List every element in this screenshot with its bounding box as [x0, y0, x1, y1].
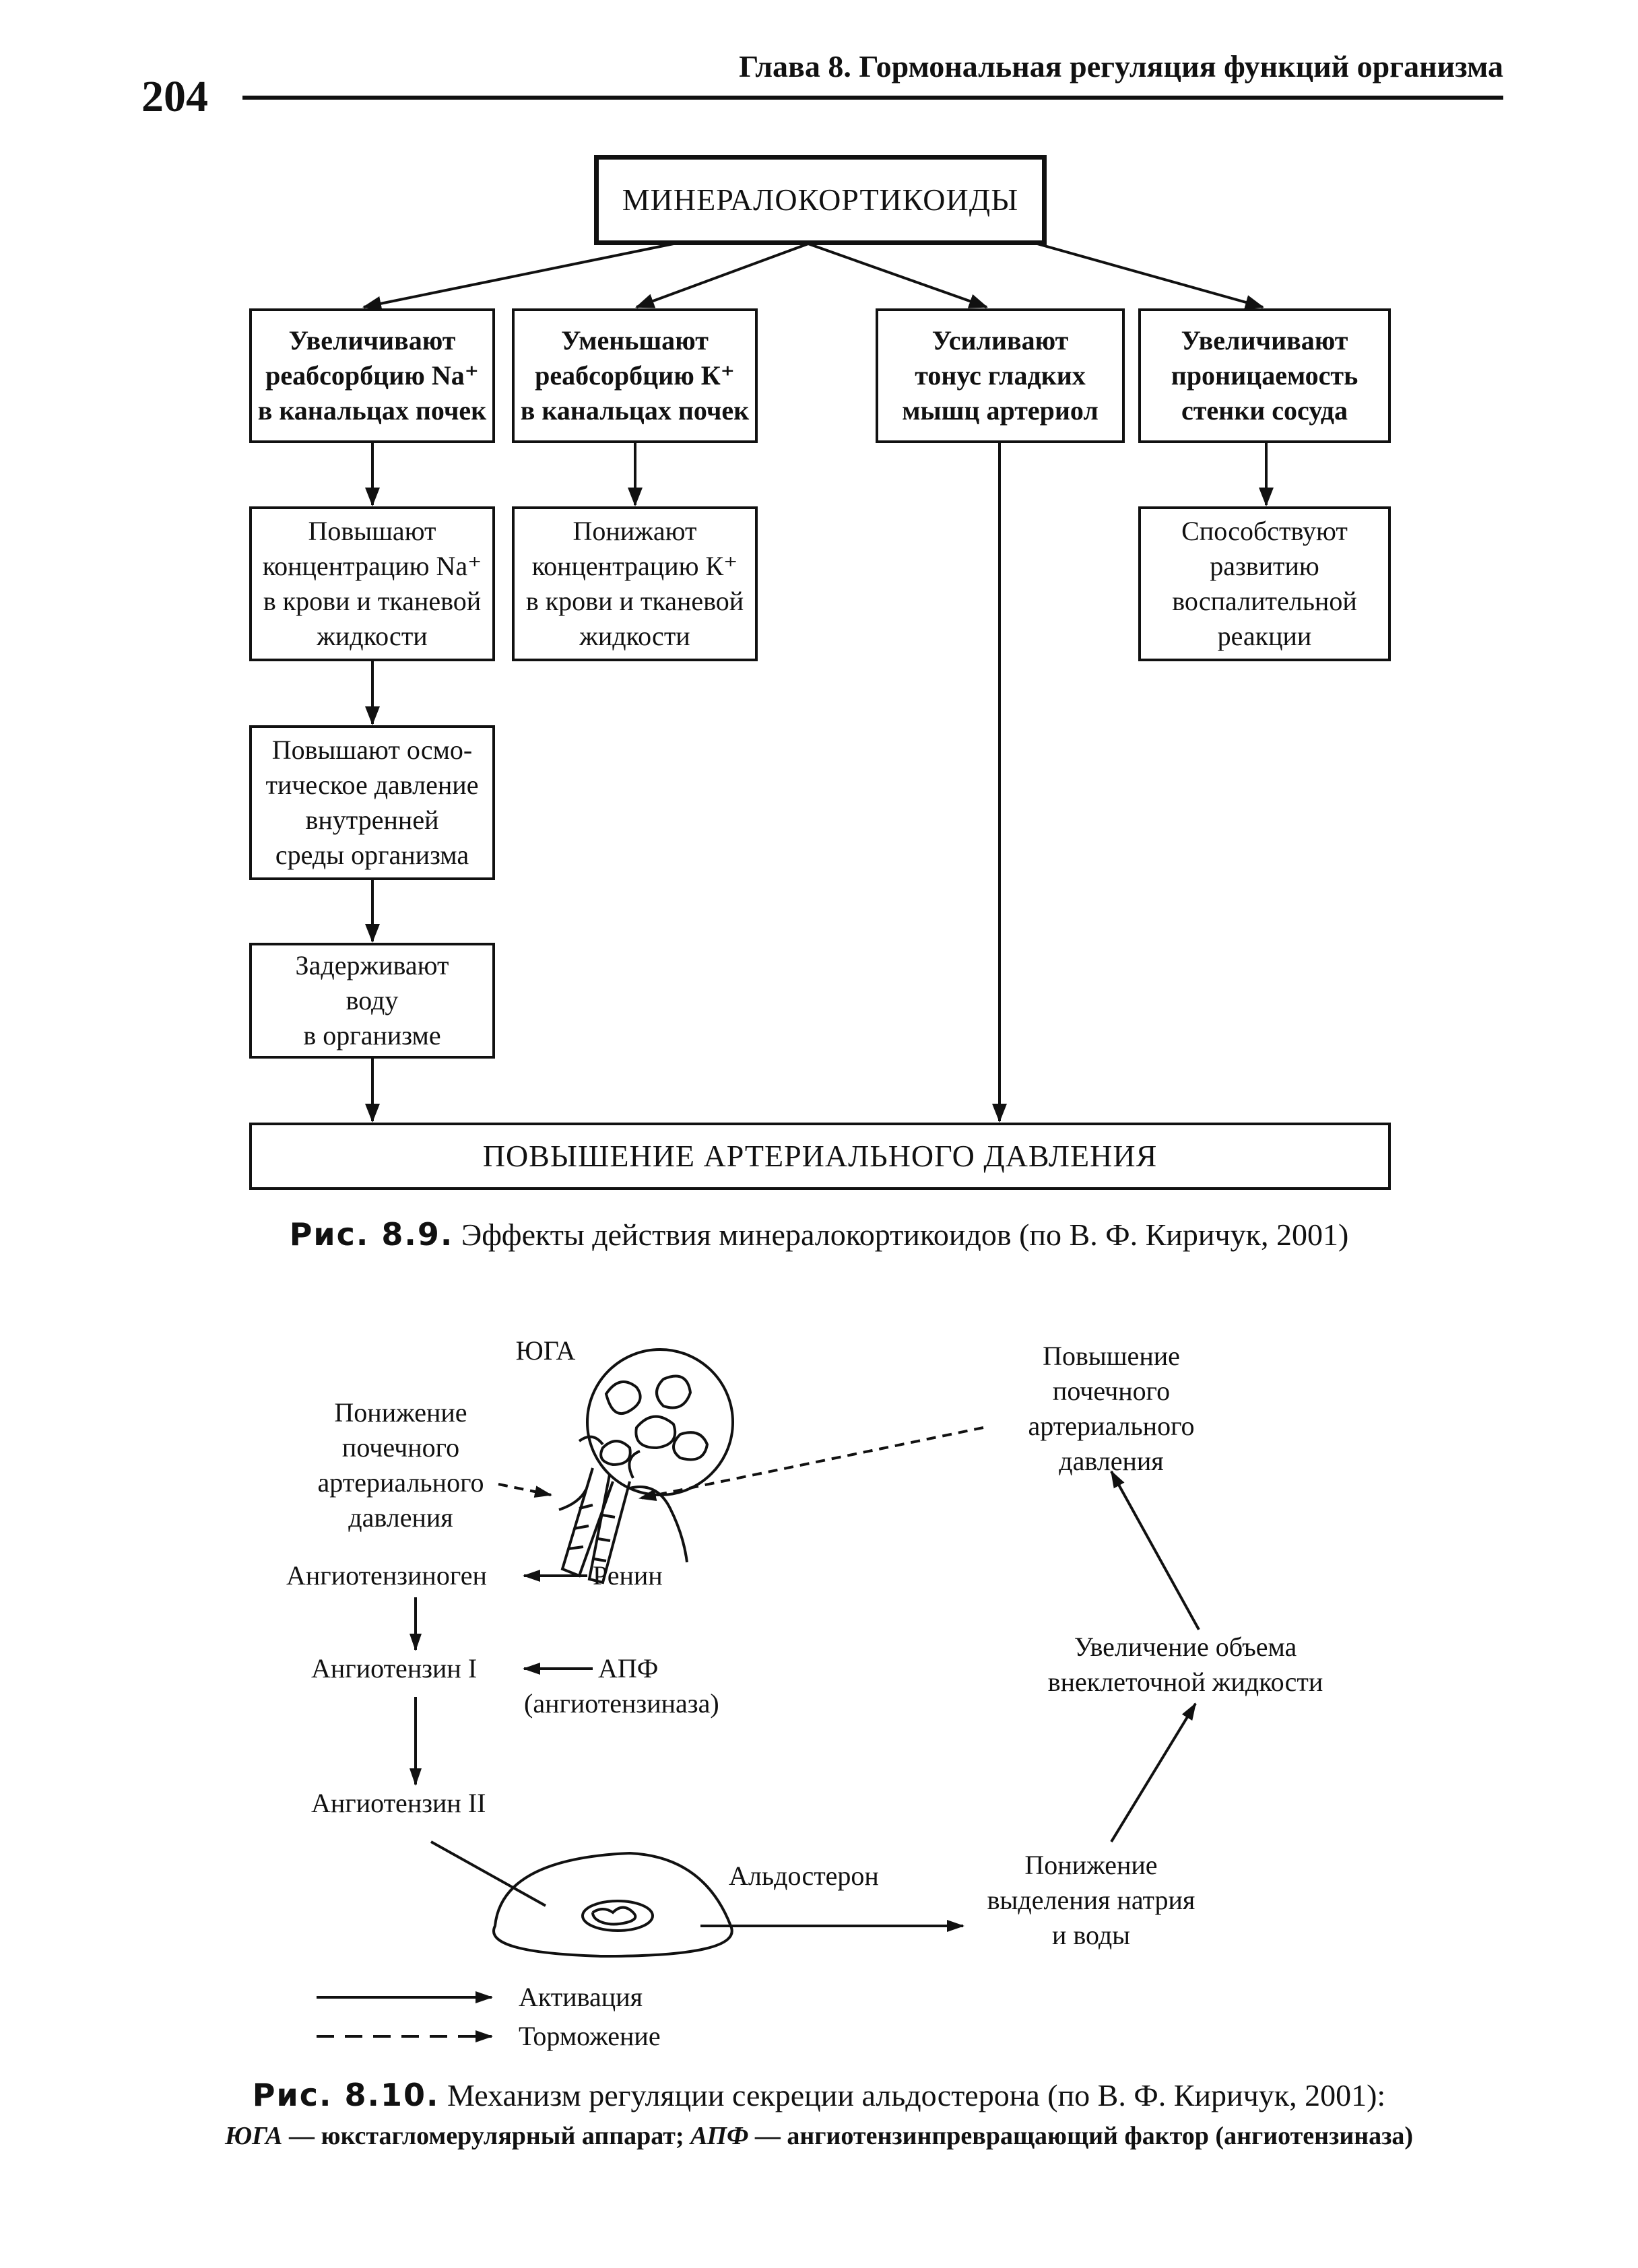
box-water-retention: Задерживают воду в организме: [249, 943, 495, 1059]
abbr-apf-text: — ангиотензинпревращающий фактор (ангиот…: [748, 2122, 1414, 2150]
effect-box-k-reabsorption: Уменьшают реабсорбцию К⁺ в канальцах поч…: [512, 308, 758, 443]
figure-8-10-caption-text: Механизм регуляции секреции альдостерона…: [439, 2078, 1386, 2112]
abbr-yuga: ЮГА: [224, 2122, 283, 2150]
ecf-volume-label: Увеличение объема внеклеточной жидкости: [1047, 1632, 1323, 1697]
apf-full-label: (ангиотензиназа): [524, 1688, 719, 1719]
apf-label: АПФ: [598, 1653, 659, 1683]
effect-box-na-reabsorption: Увеличивают реабсорбцию Na⁺ в канальцах …: [249, 308, 495, 443]
juxtaglomerular-apparatus-illustration: [558, 1348, 734, 1585]
running-title: Глава 8. Гормональная регуляция функций …: [739, 49, 1503, 84]
renal-pressure-high-label: Повышение почечного артериального давлен…: [1028, 1341, 1195, 1476]
angiotensin-1-label: Ангиотензин I: [311, 1653, 478, 1683]
legend-activation-label: Активация: [519, 1982, 643, 2012]
header-rule: [242, 96, 1503, 100]
figure-8-9-caption-text: Эффекты действия минералокортикоидов (по…: [453, 1218, 1349, 1252]
figure-8-10-abbreviations: ЮГА — юкстагломерулярный аппарат; АПФ — …: [0, 2121, 1638, 2151]
page-number: 204: [141, 72, 208, 121]
renal-pressure-low-label: Понижение почечного артериального давлен…: [317, 1397, 484, 1533]
box-inflammation: Способствуют развитию воспалительной реа…: [1138, 506, 1391, 661]
abbr-apf: АПФ: [690, 2122, 749, 2150]
aldosterone-label: Альдостерон: [729, 1861, 879, 1891]
effect-box-vessel-permeability: Увеличивают проницаемость стенки сосуда: [1138, 308, 1391, 443]
result-box: ПОВЫШЕНИЕ АРТЕРИАЛЬНОГО ДАВЛЕНИЯ: [249, 1123, 1391, 1190]
yuga-label: ЮГА: [515, 1335, 576, 1366]
legend-inhibition-label: Торможение: [519, 2021, 661, 2051]
figure-8-10-caption: Рис. 8.10. Механизм регуляции секреции а…: [0, 2077, 1638, 2113]
figure-8-9-label: Рис. 8.9.: [289, 1216, 454, 1253]
mineralocorticoids-box: МИНЕРАЛОКОРТИКОИДЫ: [594, 155, 1047, 245]
adrenal-cell-illustration: [492, 1851, 733, 1958]
box-k-concentration: Понижают концентрацию К⁺ в крови и ткане…: [512, 506, 758, 661]
angiotensinogen-label: Ангиотензиноген: [286, 1560, 487, 1591]
renin-label: Ренин: [593, 1560, 663, 1591]
abbr-yuga-text: — юкстагломерулярный аппарат;: [282, 2122, 691, 2150]
figure-8-9-caption: Рис. 8.9. Эффекты действия минералокорти…: [0, 1216, 1638, 1253]
effect-box-arteriole-tone: Усиливают тонус гладких мышц артериол: [876, 308, 1125, 443]
box-na-concentration: Повышают концентрацию Na⁺ в крови и ткан…: [249, 506, 495, 661]
figure-8-10-label: Рис. 8.10.: [252, 2077, 440, 2113]
na-water-excretion-label: Понижение выделения натрия и воды: [987, 1850, 1195, 1950]
angiotensin-2-label: Ангиотензин II: [311, 1788, 486, 1818]
box-osmotic-pressure: Повышают осмо- тическое давление внутрен…: [249, 725, 495, 880]
